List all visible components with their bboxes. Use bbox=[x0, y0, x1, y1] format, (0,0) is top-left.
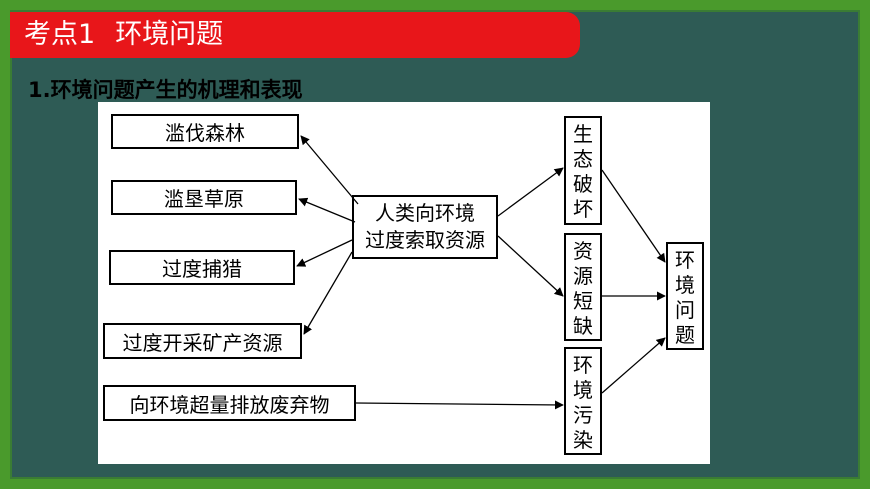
result-char: 境 bbox=[675, 273, 695, 297]
effect-char: 资 bbox=[573, 239, 593, 263]
result-char: 问 bbox=[675, 298, 695, 322]
cause-label: 向环境超量排放废弃物 bbox=[129, 392, 330, 417]
arrow-to-resource bbox=[497, 235, 564, 297]
title-bar: 考点1 环境问题 bbox=[10, 12, 580, 58]
effect-box-resource: 资 源 短 缺 bbox=[564, 233, 602, 341]
subtitle: 1.环境问题产生的机理和表现 bbox=[28, 78, 303, 102]
arrow-to-grassland bbox=[298, 197, 356, 223]
effect-char: 短 bbox=[573, 289, 593, 313]
arrow-pollution-to-result bbox=[601, 337, 666, 394]
center-line-2: 过度索取资源 bbox=[365, 228, 485, 252]
arrow-to-overhunting bbox=[296, 239, 353, 267]
cause-label: 滥垦草原 bbox=[164, 187, 244, 211]
effect-char: 缺 bbox=[573, 314, 593, 338]
arrow-ecology-to-result bbox=[601, 169, 666, 263]
effect-box-pollution: 环 境 污 染 bbox=[564, 347, 602, 455]
title-topic: 环境问题 bbox=[115, 19, 224, 50]
cause-box-overhunting: 过度捕猎 bbox=[109, 250, 295, 285]
title-tag: 考点1 bbox=[24, 19, 96, 50]
cause-label: 过度开采矿产资源 bbox=[122, 330, 283, 355]
cause-box-waste: 向环境超量排放废弃物 bbox=[103, 385, 356, 421]
cause-box-deforestation: 滥伐森林 bbox=[111, 114, 299, 149]
effect-char: 境 bbox=[573, 378, 593, 402]
effect-char: 破 bbox=[573, 172, 593, 196]
effect-char: 生 bbox=[573, 122, 593, 146]
effect-char: 坏 bbox=[573, 197, 593, 221]
center-box: 人类向环境 过度索取资源 bbox=[352, 195, 498, 259]
effect-char: 环 bbox=[573, 353, 593, 377]
result-box: 环 境 问 题 bbox=[666, 242, 704, 350]
cause-label: 过度捕猎 bbox=[162, 257, 242, 281]
cause-box-mining: 过度开采矿产资源 bbox=[103, 323, 302, 359]
cause-label: 滥伐森林 bbox=[165, 121, 245, 145]
effect-box-ecology: 生 态 破 坏 bbox=[564, 116, 602, 225]
result-char: 题 bbox=[675, 323, 695, 347]
arrow-to-ecology bbox=[497, 167, 564, 217]
result-char: 环 bbox=[675, 248, 695, 272]
effect-char: 污 bbox=[573, 403, 593, 427]
arrow-to-deforestation bbox=[300, 135, 359, 205]
effect-char: 态 bbox=[573, 147, 593, 171]
effect-char: 染 bbox=[573, 428, 593, 452]
cause-box-grassland: 滥垦草原 bbox=[111, 180, 297, 215]
arrow-to-mining bbox=[303, 251, 353, 335]
center-line-1: 人类向环境 bbox=[375, 201, 475, 225]
effect-char: 源 bbox=[573, 264, 593, 288]
arrow-to-pollution bbox=[355, 400, 564, 410]
